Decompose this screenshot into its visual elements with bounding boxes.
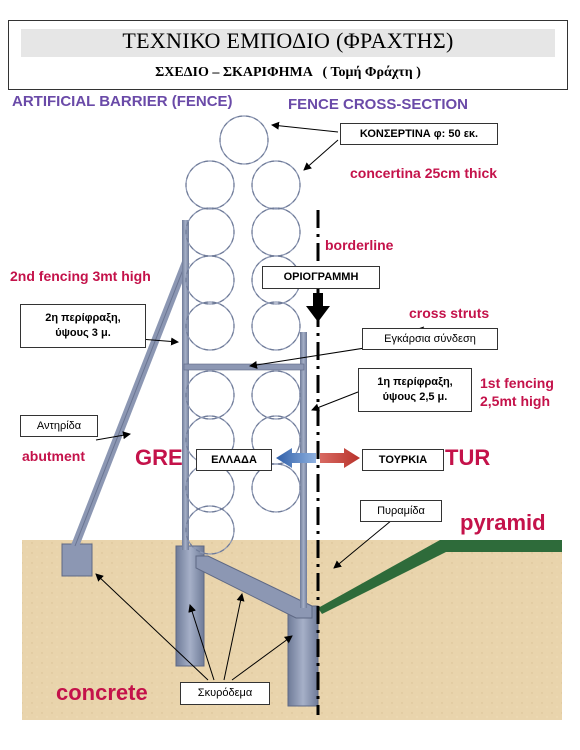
title-box: ΤΕΧΝΙΚΟ ΕΜΠΟΔΙΟ (ΦΡΑΧΤΗΣ) ΣΧΕΔΙΟ – ΣΚΑΡΙ… [8, 20, 568, 90]
turkey-arrow [320, 448, 360, 468]
first-fencing-box-line1: 1η περίφραξη, [377, 376, 453, 389]
pyramid-label: pyramid [460, 510, 546, 535]
gre-label: GRE [135, 445, 183, 470]
abutment-label: abutment [22, 448, 85, 464]
concertina-box: ΚΟΝΣΕΡΤΙΝΑ φ: 50 εκ. [340, 123, 498, 145]
concertina-label: concertina 25cm thick [350, 165, 498, 181]
cross-struts-box: Εγκάρσια σύνδεση [362, 328, 498, 350]
tur-label: TUR [445, 445, 491, 470]
second-fencing-box-line2: ύψους 3 μ. [55, 327, 111, 339]
concertina-coils [185, 115, 301, 555]
second-fencing-label: 2nd fencing 3mt high [10, 268, 151, 284]
pyramid-barrier [318, 540, 562, 614]
concrete-box: Σκυρόδεμα [180, 682, 270, 705]
first-fencing-label: 1st fencing 2,5mt high [480, 374, 554, 410]
page-title: ΤΕΧΝΙΚΟ ΕΜΠΟΔΙΟ (ΦΡΑΧΤΗΣ) [122, 28, 454, 53]
page-subtitle: ΣΧΕΔΙΟ – ΣΚΑΡΙΦΗΜΑ ( Τομή Φράχτη ) [155, 65, 421, 80]
borderline-box: ΟΡΙΟΓΡΑΜΜΗ [262, 266, 380, 289]
first-fencing-label-line1: 1st fencing [480, 375, 554, 391]
abutment-box: Αντηρίδα [20, 415, 98, 437]
first-fencing-box: 1η περίφραξη, ύψους 2,5 μ. [358, 368, 472, 412]
first-fencing-label-line2: 2,5mt high [480, 393, 551, 409]
first-fence-post [300, 332, 307, 608]
greece-arrow [276, 448, 316, 468]
pyramid-box: Πυραμίδα [360, 500, 442, 522]
second-fencing-box-line1: 2η περίφραξη, [45, 312, 121, 325]
concrete-label: concrete [56, 680, 148, 705]
title-strip [21, 29, 555, 57]
abutment-foundation [61, 543, 93, 577]
first-fencing-box-line2: ύψους 2,5 μ. [382, 391, 448, 403]
fence1-foundation [287, 605, 319, 707]
second-fence-post [182, 220, 189, 550]
heading-fence-cross-section: FENCE CROSS-SECTION [288, 96, 469, 113]
cross-struts-label: cross struts [409, 305, 490, 321]
cross-strut [183, 363, 305, 371]
second-fencing-box: 2η περίφραξη, ύψους 3 μ. [20, 304, 146, 348]
heading-artificial-barrier: ARTIFICIAL BARRIER (FENCE) [12, 93, 233, 110]
borderline-label: borderline [325, 237, 394, 253]
turkey-box: ΤΟΥΡΚΙΑ [362, 449, 444, 471]
ground-connection-beam [195, 555, 313, 619]
greece-box: ΕΛΛΑΔΑ [196, 449, 272, 471]
